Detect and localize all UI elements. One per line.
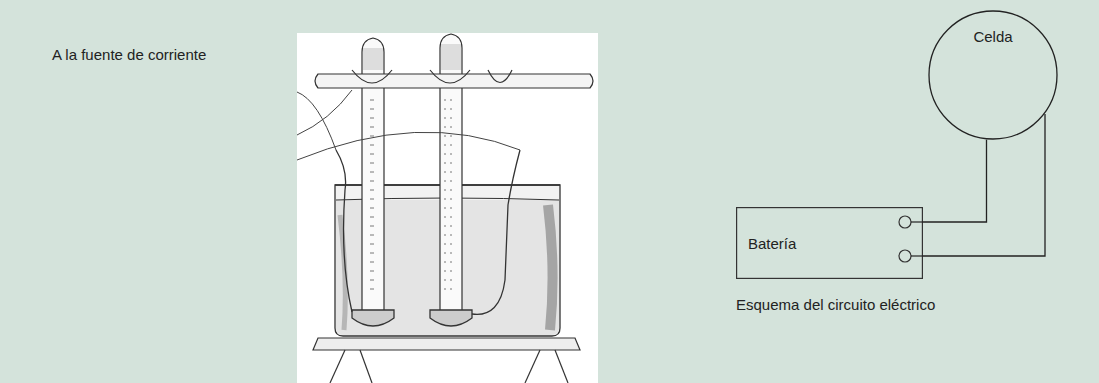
battery-terminal (899, 250, 911, 262)
cell-label: Celda (928, 28, 1058, 45)
electrodes (336, 150, 520, 326)
source-wires (297, 90, 520, 160)
illustration-panel (297, 33, 598, 383)
battery-box: Batería (736, 207, 923, 279)
circuit-wire (923, 140, 987, 222)
clamp-rod (315, 70, 593, 88)
battery-label: Batería (748, 235, 796, 252)
cell-circle: Celda (928, 10, 1058, 140)
source-note: A la fuente de corriente (52, 46, 206, 63)
stand (313, 338, 580, 383)
circuit-caption: Esquema del circuito eléctrico (736, 296, 935, 313)
battery-terminal (899, 216, 911, 228)
